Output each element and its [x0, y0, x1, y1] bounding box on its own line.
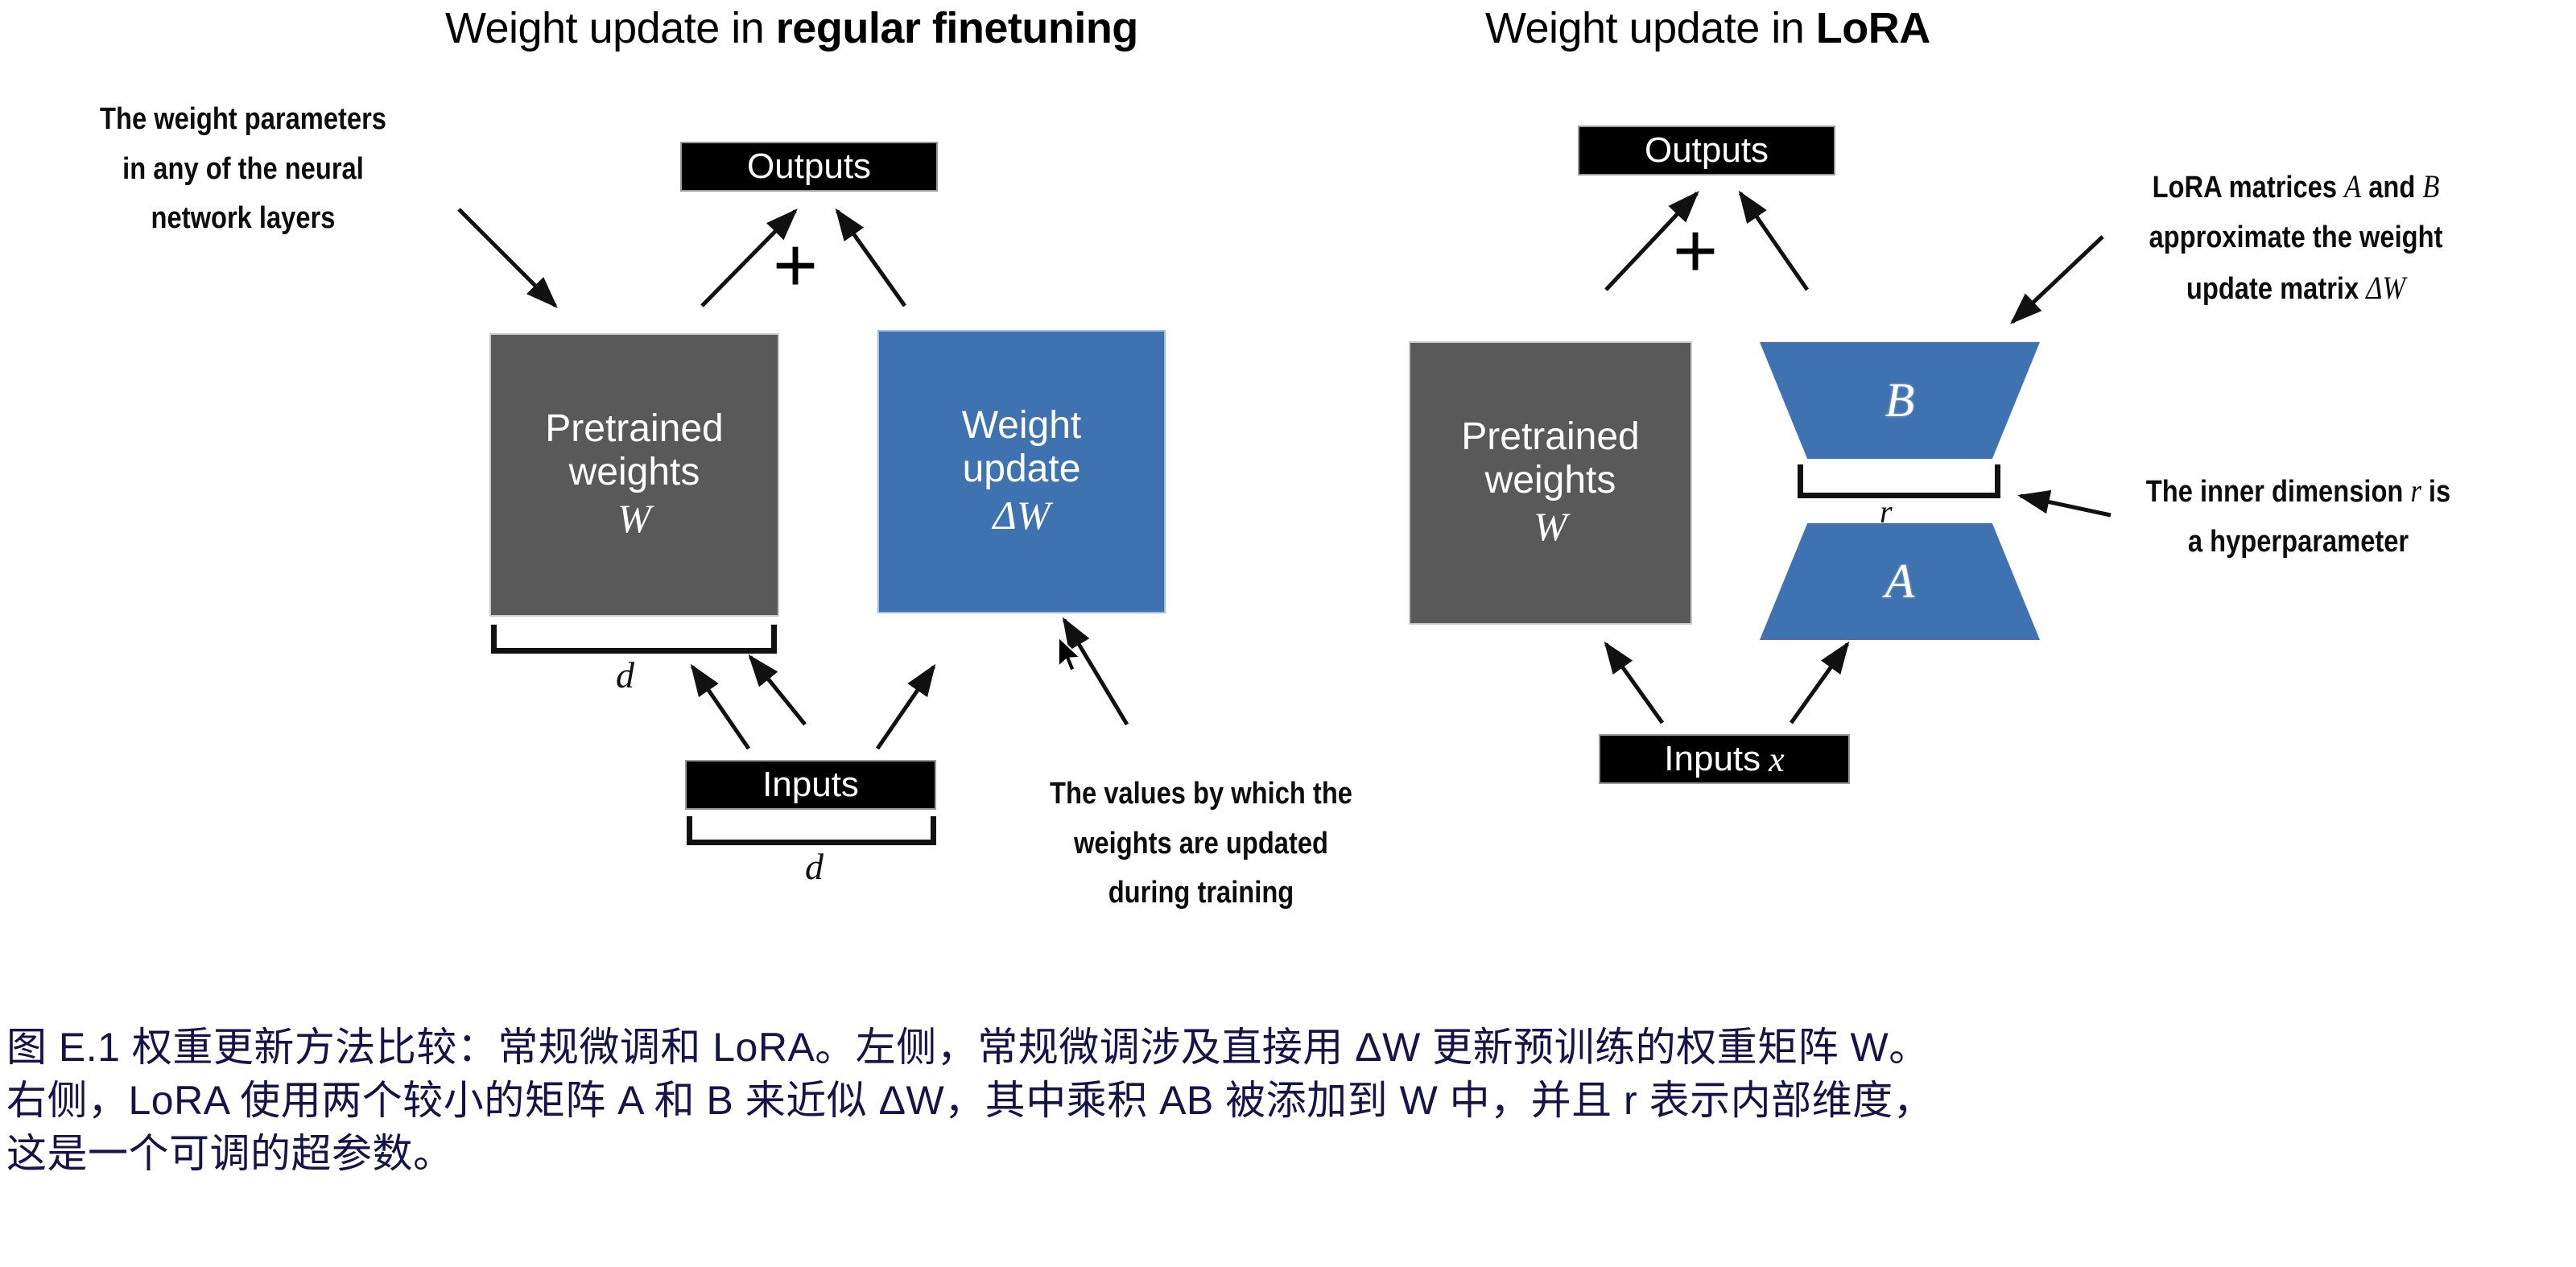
left-weights-dimension-bracket	[491, 625, 777, 654]
note-inner-text1: The inner dimension	[2145, 475, 2411, 509]
bracket-right-tick	[771, 625, 777, 654]
left-update-line2: update	[962, 448, 1081, 490]
left-pretrained-symbol: W	[617, 495, 651, 541]
bracket-left-tick	[1798, 464, 1803, 498]
left-panel-title: Weight update in regular finetuning	[445, 3, 1138, 53]
arrow-note-to-weights-box	[457, 208, 558, 308]
note-inner-r: r	[2410, 473, 2421, 509]
right-pretrained-line2: weights	[1484, 459, 1616, 501]
left-inputs-dimension-bracket	[687, 816, 936, 845]
arrow-note-lora-to-b	[2010, 235, 2104, 324]
note-inner-dimension: The inner dimension r is a hyperparamete…	[2143, 465, 2454, 567]
note-lora-dw: ΔW	[2366, 270, 2406, 307]
right-plus-symbol: +	[1673, 208, 1719, 294]
left-inputs-dimension-d-label: d	[805, 846, 824, 887]
left-pretrained-line1: Pretrained	[545, 407, 724, 451]
caption-line-3: 这是一个可调的超参数。	[6, 1131, 454, 1176]
note-lora-b: B	[2422, 168, 2440, 204]
right-title-bold: LoRA	[1815, 4, 1930, 52]
left-update-symbol: ΔW	[993, 492, 1051, 538]
arrow-note-to-d-bracket	[748, 654, 807, 726]
left-pretrained-weights-box: Pretrained weights W	[489, 333, 779, 617]
note-lora-and: and	[2361, 171, 2423, 204]
right-inputs-label: Inputs	[1664, 739, 1761, 778]
lora-matrix-a-label: A	[1885, 555, 1915, 608]
left-plus-symbol: +	[773, 222, 819, 308]
note-lora-matrices: LoRA matrices A and B approximate the we…	[2130, 161, 2462, 315]
mouse-cursor-icon	[1057, 636, 1083, 673]
bracket-right-tick	[1995, 464, 2000, 498]
bracket-left-tick	[491, 625, 497, 654]
right-pretrained-weights-box: Pretrained weights W	[1409, 341, 1692, 625]
left-pretrained-line2: weights	[568, 451, 700, 493]
left-title-prefix: Weight update in	[445, 4, 776, 52]
arrow-note-inner-to-r	[2017, 489, 2112, 518]
left-update-line1: Weight	[961, 404, 1082, 448]
lora-matrix-a-trapezoid: A	[1760, 523, 2040, 640]
bracket-bottom-bar	[1798, 493, 2000, 498]
left-inputs-label: Inputs	[762, 765, 859, 804]
lora-diagram: Weight update in regular finetuning Weig…	[100, 3, 2462, 910]
right-title-prefix: Weight update in	[1485, 4, 1816, 52]
arrow-inputs-to-update	[875, 663, 936, 750]
note-lora-a: A	[2344, 168, 2362, 204]
arrow-inputs-to-weights	[690, 663, 751, 750]
right-panel-title: Weight update in LoRA	[1485, 3, 1930, 53]
left-title-bold: regular finetuning	[775, 4, 1139, 52]
note-lora-text3: update matrix	[2186, 272, 2367, 307]
right-pretrained-line1: Pretrained	[1461, 415, 1640, 459]
inner-dimension-r-label: r	[1880, 493, 1893, 530]
note-weight-parameters: The weight parameters in any of the neur…	[100, 102, 386, 236]
bracket-bottom-bar	[687, 840, 936, 845]
left-outputs-label: Outputs	[746, 147, 872, 186]
arrow-b-to-outputs	[1738, 190, 1810, 291]
note-lora-text2: approximate the weight	[2149, 220, 2443, 254]
left-outputs-box: Outputs	[680, 142, 938, 192]
inner-dimension-bracket	[1798, 464, 2000, 498]
note-inner-is: is	[2421, 475, 2451, 509]
note-inner-text2: a hyperparameter	[2187, 524, 2409, 559]
right-pretrained-symbol: W	[1534, 503, 1567, 549]
note-values-updated: The values by which the weights are upda…	[1050, 777, 1352, 910]
bracket-bottom-bar	[491, 648, 777, 654]
lora-matrix-b-trapezoid: B	[1760, 342, 2040, 459]
lora-matrix-b-label: B	[1885, 373, 1915, 427]
arrow-inputs-to-a	[1789, 641, 1850, 724]
right-outputs-label: Outputs	[1644, 130, 1769, 170]
arrow-update-to-outputs	[835, 208, 907, 307]
left-dimension-d-label: d	[616, 654, 634, 695]
bracket-right-tick	[931, 816, 936, 845]
figure-caption: 图 E.1 权重更新方法比较：常规微调和 LoRA。左侧，常规微调涉及直接用 Δ…	[6, 1021, 2574, 1180]
caption-line-1: 图 E.1 权重更新方法比较：常规微调和 LoRA。左侧，常规微调涉及直接用 Δ…	[6, 1025, 1930, 1070]
caption-line-2: 右侧，LoRA 使用两个较小的矩阵 A 和 B 来近似 ΔW，其中乘积 AB 被…	[6, 1078, 1934, 1123]
note-lora-text1: LoRA matrices	[2152, 171, 2345, 204]
left-weight-update-box: Weight update ΔW	[877, 330, 1166, 613]
left-inputs-box: Inputs	[685, 760, 936, 810]
right-outputs-box: Outputs	[1578, 126, 1835, 175]
bracket-left-tick	[687, 816, 692, 845]
right-inputs-symbol: x	[1769, 739, 1785, 779]
arrow-right-inputs-to-weights	[1604, 641, 1665, 724]
